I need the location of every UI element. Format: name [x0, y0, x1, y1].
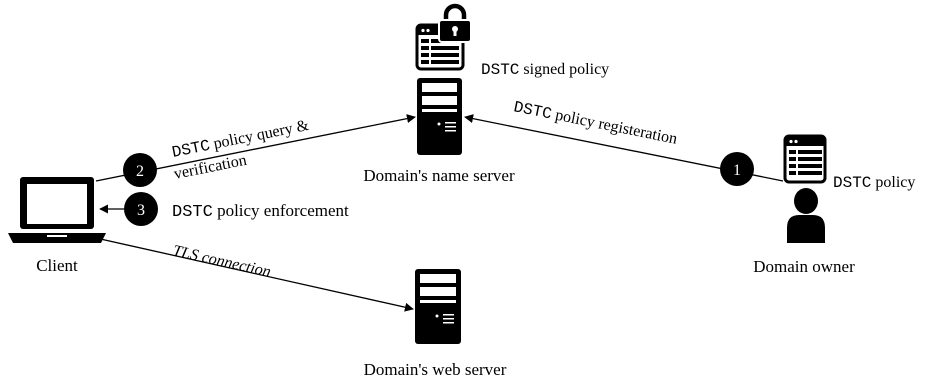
laptop-icon	[8, 177, 106, 243]
server-icon	[417, 78, 462, 155]
server-icon	[415, 269, 461, 344]
registration-label: DSTC policy registeration	[512, 98, 679, 149]
person-icon	[787, 188, 825, 243]
step-marker-1: 1	[720, 152, 754, 186]
enforcement-label: DSTC policy enforcement	[172, 201, 349, 222]
svg-text:2: 2	[136, 163, 144, 180]
web-server-node: Domain's web server	[364, 269, 507, 379]
name-server-node: Domain's name server	[363, 78, 515, 185]
owner-label: Domain owner	[753, 257, 855, 276]
web-server-label: Domain's web server	[364, 360, 507, 379]
document-icon	[783, 134, 827, 184]
lock-icon	[438, 3, 472, 43]
client-node: Client	[8, 177, 106, 275]
signed-policy-label: DSTC signed policy	[481, 61, 609, 79]
name-server-label: Domain's name server	[363, 166, 515, 185]
client-label: Client	[36, 256, 78, 275]
signed-policy-document: DSTC signed policy	[415, 3, 609, 79]
step-marker-2: 2	[123, 153, 157, 187]
owner-policy-label: DSTC policy	[833, 174, 915, 192]
owner-node: DSTC policy Domain owner	[753, 134, 915, 276]
tls-arrow	[95, 237, 414, 312]
tls-label: TLS connection	[171, 242, 272, 280]
svg-text:3: 3	[137, 202, 145, 219]
step-marker-3: 3	[124, 192, 158, 226]
svg-text:1: 1	[733, 162, 741, 179]
